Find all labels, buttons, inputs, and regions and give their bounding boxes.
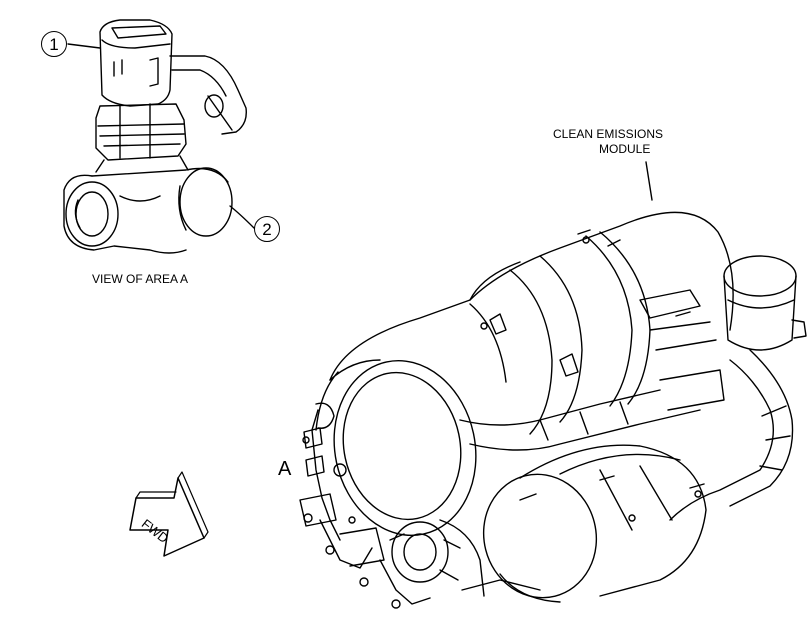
- view-of-area-a-label: VIEW OF AREA A: [92, 272, 189, 286]
- callout-1-leader: [67, 43, 101, 49]
- sensor-detail-view: [63, 19, 255, 254]
- clean-emissions-module-drawing: [299, 161, 807, 609]
- callout-1: 1: [41, 31, 67, 57]
- clean-emissions-module-label-line2: MODULE: [599, 142, 651, 156]
- callout-2-leader: [229, 205, 255, 229]
- clean-emissions-module-label-line1: CLEAN EMISSIONS: [553, 127, 664, 141]
- fwd-arrow-icon: [129, 471, 209, 557]
- area-a-marker: A: [278, 458, 292, 480]
- callout-2: 2: [254, 216, 280, 242]
